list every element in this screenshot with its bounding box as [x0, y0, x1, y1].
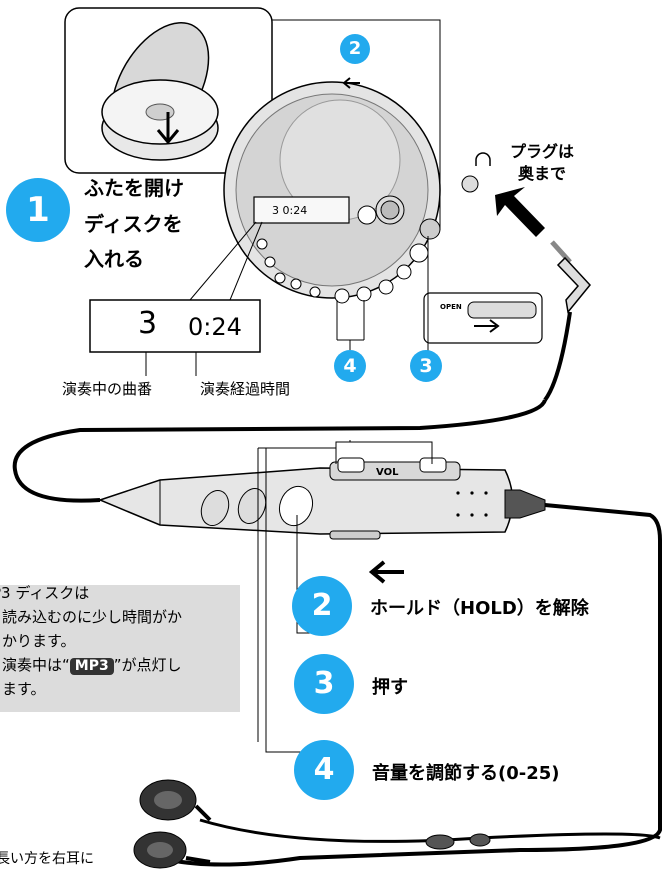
display-track-number: 3 [138, 306, 158, 341]
step-4-badge-player: 4 [334, 350, 366, 382]
step-2-badge: 2 [292, 576, 352, 636]
arrow-down-icon [156, 112, 180, 145]
display-elapsed-time: 0:24 [188, 313, 242, 341]
step1-text-line2: ディスクを [84, 212, 183, 236]
disc-icon [101, 22, 219, 161]
earphone-instruction: 長い方を右耳に [0, 851, 94, 867]
display-enlarged [89, 299, 261, 353]
player-display-text: 3 0:24 [272, 204, 308, 217]
plug-arrow-icon [495, 187, 545, 237]
step3-text: 押す [372, 677, 408, 698]
cable [12, 399, 547, 503]
plug-text-line2: 奥まで [518, 164, 567, 183]
mp3-indicator-badge: MP3 [69, 658, 114, 675]
earphone-icon [133, 779, 212, 869]
vol-label: VOL [376, 467, 399, 478]
open-label: OPEN [440, 303, 462, 311]
step-2-badge-top: 2 [340, 34, 370, 64]
note-line-1: P3 ディスクは [0, 584, 90, 602]
step4-text: 音量を調節する(0-25) [372, 763, 560, 784]
elapsed-time-caption: 演奏経過時間 [200, 380, 291, 398]
step1-text-line3: 入れる [84, 247, 144, 271]
track-number-caption: 演奏中の曲番 [62, 380, 153, 398]
step1-text-line1: ふたを開け [84, 176, 184, 200]
note-line-4-end: ”が点灯し [113, 656, 182, 674]
jack-icon [461, 175, 479, 193]
step2-text: ホールド（HOLD）を解除 [370, 598, 589, 619]
note-line-2: 読み込むのに少し時間がか [2, 608, 183, 626]
cd-player-icon [223, 81, 441, 304]
plug-text-line1: プラグは [510, 142, 575, 161]
earphone-cable [169, 503, 662, 867]
note-line-4: 演奏中は“MP3”が点灯し [2, 654, 182, 675]
mp3-note-box: P3 ディスクは 読み込むのに少し時間がか かります。 演奏中は“MP3”が点灯… [0, 584, 240, 712]
note-line-4-start: 演奏中は“ [2, 656, 70, 674]
note-line-3: かります。 [2, 632, 76, 650]
step-3-badge-player: 3 [410, 350, 442, 382]
note-line-5: ます。 [2, 680, 46, 698]
step-1-badge: 1 [6, 178, 70, 242]
step-3-badge: 3 [294, 654, 354, 714]
headphone-icon [475, 152, 491, 166]
plug-icon [543, 240, 591, 402]
step-4-badge: 4 [294, 740, 354, 800]
open-slider [467, 301, 537, 319]
remote-control-icon [97, 457, 546, 540]
